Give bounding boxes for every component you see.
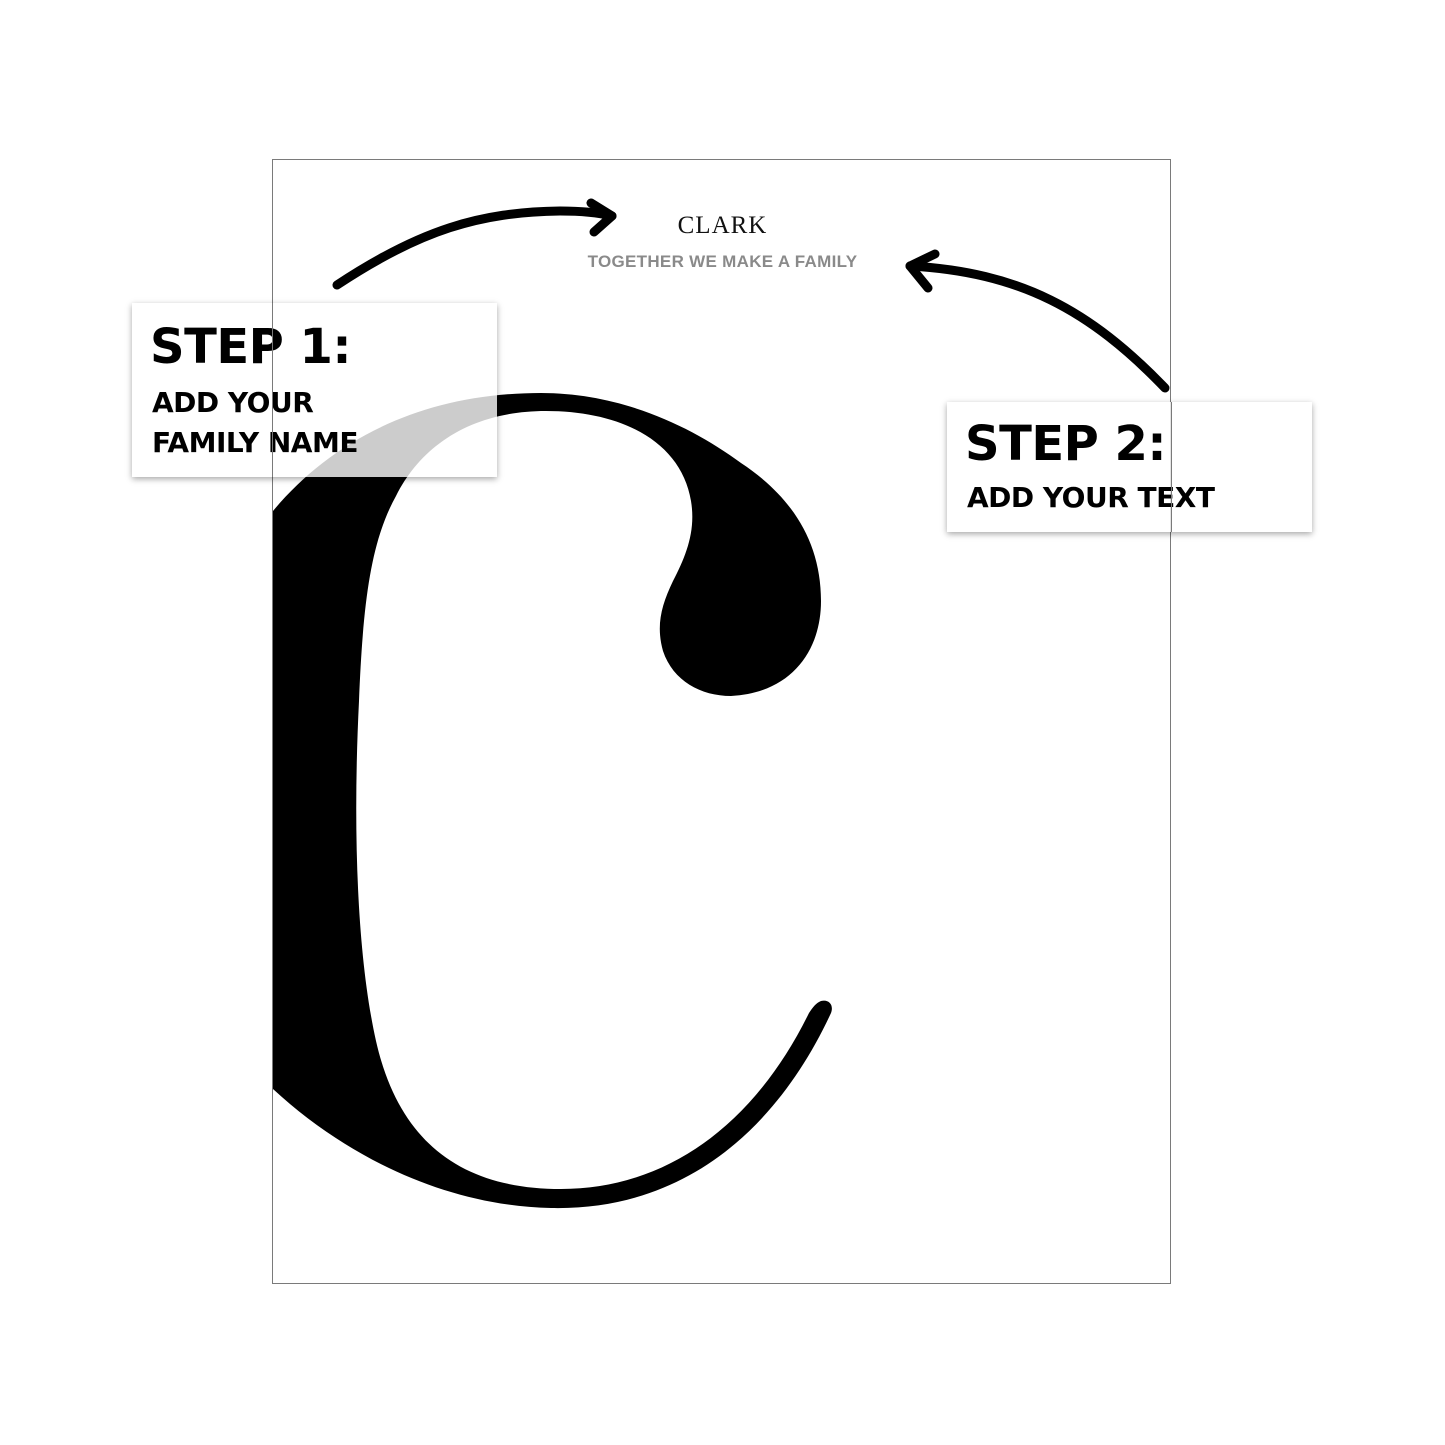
step-1-line-1: ADD YOUR (152, 386, 314, 419)
family-name-text: CLARK (677, 212, 768, 239)
step-2-card: STEP 2: ADD YOUR TEXT (947, 402, 1312, 532)
step-1-title: STEP 1: (150, 319, 352, 375)
step-1-description: ADD YOUR FAMILY NAME (152, 383, 492, 463)
step-1-line-2: FAMILY NAME (152, 426, 358, 459)
step-2-description: ADD YOUR TEXT (967, 481, 1215, 514)
monogram-letter-c-icon (273, 393, 832, 1209)
step-1-card: STEP 1: ADD YOUR FAMILY NAME (132, 303, 497, 477)
frame-edge-line (272, 303, 273, 477)
step-2-title: STEP 2: (965, 416, 1167, 472)
frame-edge-line (1171, 402, 1172, 532)
tagline-text: TOGETHER WE MAKE A FAMILY (587, 252, 858, 271)
